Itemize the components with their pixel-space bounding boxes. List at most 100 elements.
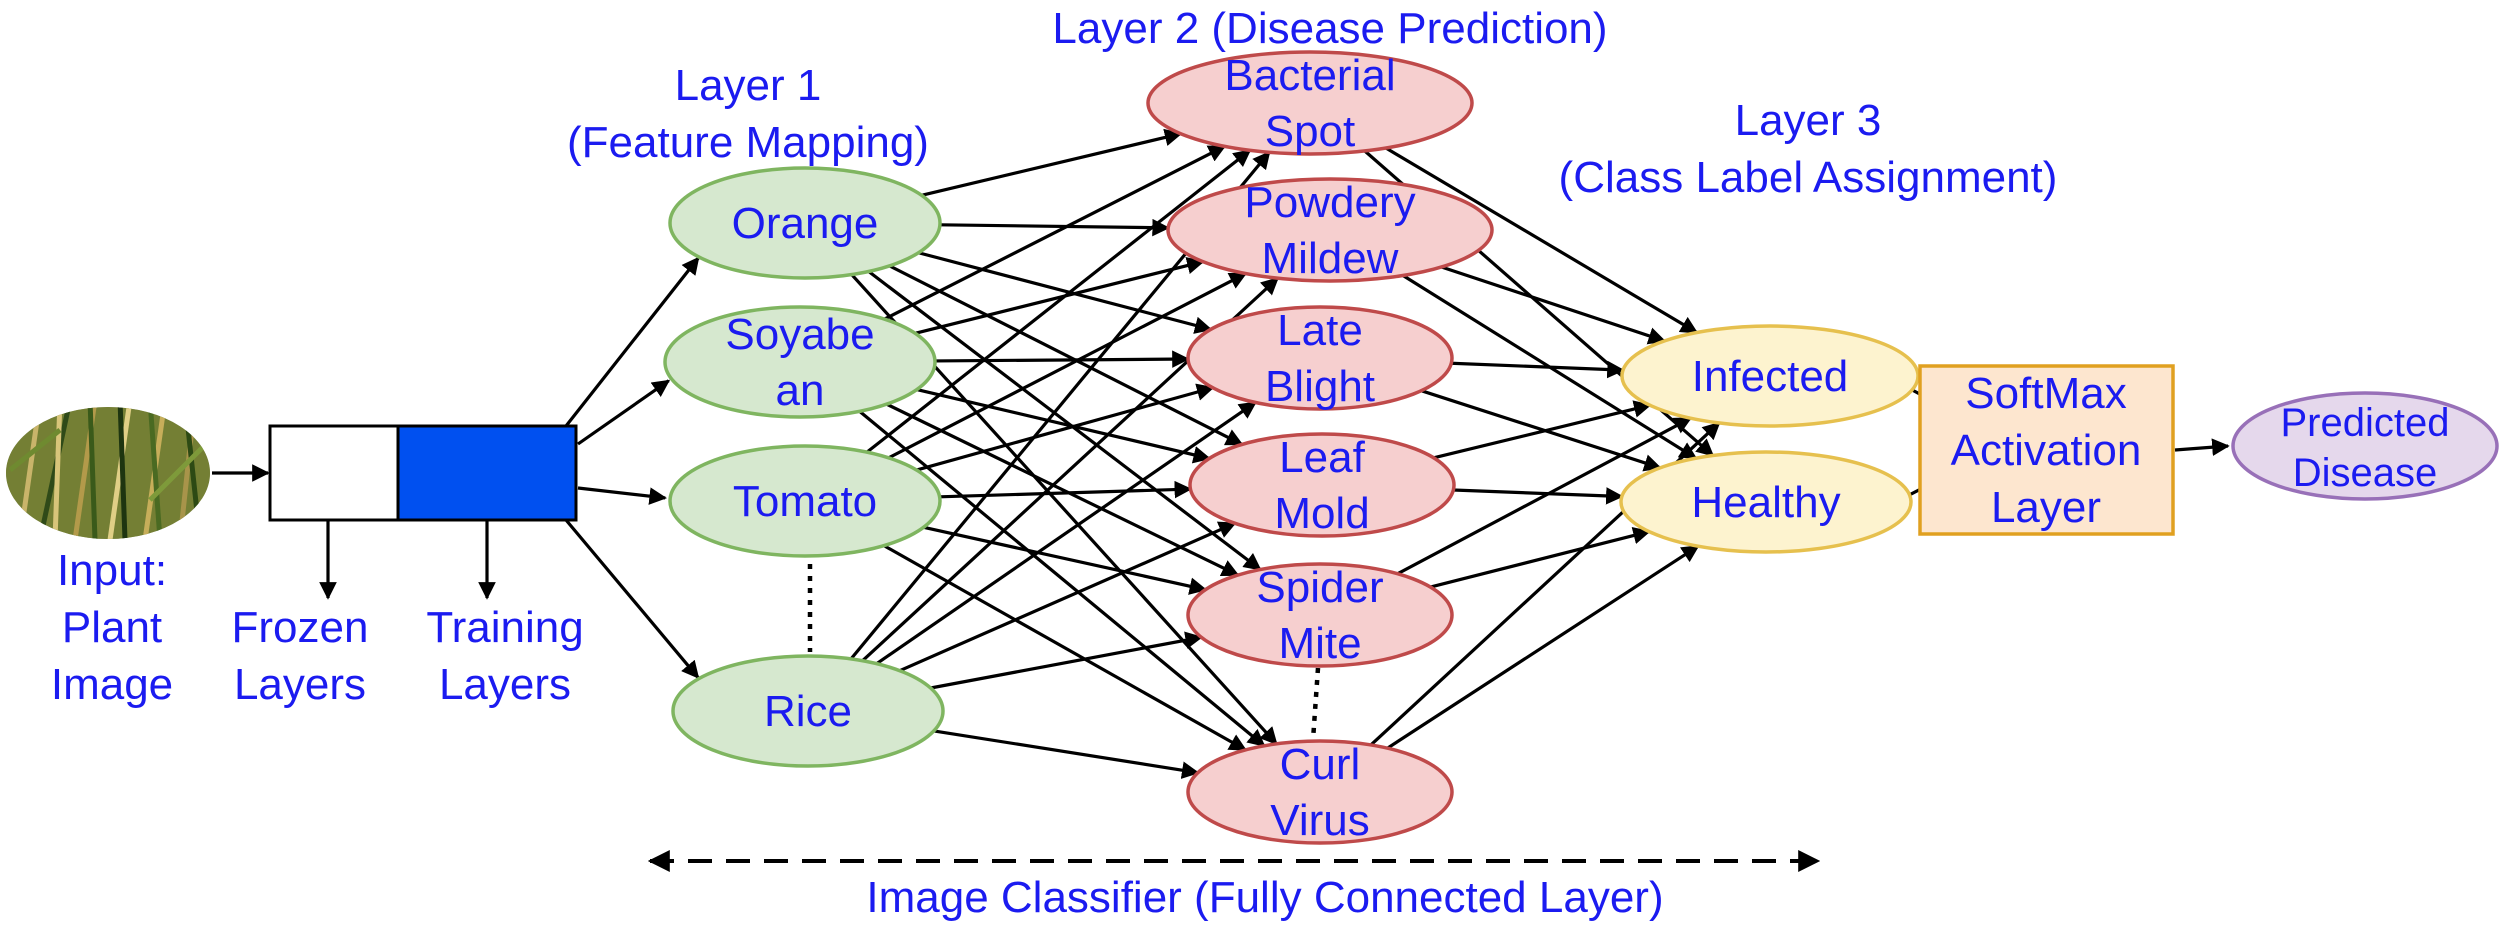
edge-l1-3-to-l2-4 bbox=[930, 631, 1203, 690]
training-label-line1: Training bbox=[426, 603, 583, 652]
input-label-line2: Plant bbox=[62, 603, 162, 652]
predicted-disease-label-line2: Disease bbox=[2293, 451, 2438, 495]
layer3-node-0-shape bbox=[1620, 324, 1920, 428]
layer2-node-1-label-line2: Mildew bbox=[1262, 234, 1399, 283]
layer3-title-line2: (Class Label Assignment) bbox=[1559, 153, 2058, 202]
classifier-caption: Image Classifier (Fully Connected Layer) bbox=[866, 873, 1663, 922]
edge-l1-1-to-l2-3 bbox=[916, 387, 1212, 464]
layer3-node-1-shape bbox=[1619, 450, 1913, 554]
softmax-layer-shape bbox=[1918, 364, 2175, 536]
layer1-node-1-label-line2: an bbox=[776, 366, 825, 415]
softmax-label-line1: SoftMax bbox=[1965, 369, 2126, 418]
edge-l1-0-to-l2-3 bbox=[888, 264, 1244, 446]
edge-l1-1-to-l2-1 bbox=[914, 256, 1205, 335]
edge-l1-2-to-l2-4 bbox=[923, 525, 1208, 595]
edge-l1-2-to-l2-2 bbox=[916, 383, 1215, 472]
input-label-line1: Input: bbox=[57, 546, 167, 595]
layer1-node-2: Tomato bbox=[668, 444, 942, 558]
edge-l1-0-to-l2-1 bbox=[939, 218, 1170, 237]
connection-edges bbox=[212, 128, 2230, 779]
layer2-title: Layer 2 (Disease Prediction) bbox=[1052, 4, 1607, 53]
layer2-ellipsis-line bbox=[1310, 667, 1321, 741]
edge-l2-2-to-l3-1 bbox=[1420, 389, 1662, 472]
layer1-node-0-shape bbox=[668, 166, 942, 280]
layer1-node-1-shape bbox=[663, 305, 937, 419]
edge-training-to-layer1-2 bbox=[577, 486, 667, 505]
frozen-label-line2: Layers bbox=[234, 660, 366, 709]
layer1-node-2-label-line1: Tomato bbox=[733, 477, 877, 526]
layer2-node-5-label-line1: Curl bbox=[1280, 740, 1361, 789]
layer2-node-3-label-line1: Leaf bbox=[1279, 433, 1365, 482]
layer2-node-4-shape bbox=[1186, 562, 1454, 668]
layer2-node-0-label-line2: Spot bbox=[1265, 107, 1356, 156]
layer1-node-1-label-line1: Soyabe bbox=[725, 310, 874, 359]
edge-l1-2-to-l2-1 bbox=[887, 272, 1248, 460]
layer1-node-1: Soyabe an bbox=[663, 305, 937, 419]
edge-l1-2-to-l2-5 bbox=[883, 544, 1248, 752]
edge-l2-3-to-l3-0 bbox=[1433, 400, 1652, 460]
layer2-node-5-shape bbox=[1186, 739, 1454, 845]
plant-image-thumbnail bbox=[6, 407, 210, 539]
edge-l1-1-to-l2-2 bbox=[934, 350, 1190, 368]
layer2-node-2-label-line1: Late bbox=[1277, 306, 1363, 355]
edge-l1-2-to-l2-0 bbox=[866, 149, 1252, 454]
edge-l2-0-to-l3-0 bbox=[1385, 146, 1699, 334]
predicted-disease-label-line1: Predicted bbox=[2281, 401, 2450, 445]
predicted-disease-shape bbox=[2231, 391, 2499, 501]
layer3-node-1-label-line1: Healthy bbox=[1691, 478, 1840, 527]
input-label-line3: Image bbox=[51, 660, 173, 709]
edge-l1-3-to-l2-5 bbox=[933, 729, 1200, 779]
edge-l1-3-to-l2-2 bbox=[875, 401, 1257, 665]
layer1-node-3-shape bbox=[671, 654, 945, 768]
layer1-node-0-label-line1: Orange bbox=[732, 199, 879, 248]
layer2-node-2-shape bbox=[1186, 305, 1454, 411]
training-layers-block bbox=[396, 424, 578, 522]
softmax-label-line3: Layer bbox=[1991, 483, 2101, 532]
frozen-layers-block bbox=[268, 424, 400, 522]
edge-l1-0-to-l2-2 bbox=[918, 251, 1213, 334]
layer2-node-1-label-line1: Powdery bbox=[1244, 178, 1415, 227]
edge-l2-3-to-l3-1 bbox=[1453, 487, 1624, 505]
layer2-node-3-shape bbox=[1188, 432, 1456, 538]
layer1-node-0: Orange bbox=[668, 166, 942, 280]
edge-l1-3-to-l2-3 bbox=[899, 521, 1237, 673]
layer2-node-5-label-line2: Virus bbox=[1270, 796, 1369, 845]
frozen-label-line1: Frozen bbox=[232, 603, 369, 652]
layer3-node-0: Infected bbox=[1620, 324, 1920, 428]
edge-l1-0-to-l2-0 bbox=[921, 128, 1183, 197]
edge-training-to-layer1-1 bbox=[577, 379, 671, 446]
training-label-line2: Layers bbox=[439, 660, 571, 709]
edge-l2-5-to-l3-1 bbox=[1386, 544, 1700, 750]
layer3-title-line1: Layer 3 bbox=[1735, 96, 1882, 145]
edge-l1-0-to-l2-4 bbox=[867, 270, 1262, 571]
edge-l2-4-to-l3-1 bbox=[1429, 526, 1651, 589]
layer1-node-2-shape bbox=[668, 444, 942, 558]
layer3-node-0-label-line1: Infected bbox=[1692, 352, 1849, 401]
layer1-node-3-label-line1: Rice bbox=[764, 687, 852, 736]
layer2-node-1-shape bbox=[1166, 177, 1494, 283]
edge-l1-2-to-l2-3 bbox=[939, 480, 1193, 499]
layer1-title-line1: Layer 1 bbox=[675, 61, 822, 110]
layer1-node-3: Rice bbox=[671, 654, 945, 768]
layer2-node-4-label-line2: Mite bbox=[1278, 619, 1361, 668]
softmax-label-line2: Activation bbox=[1951, 426, 2142, 475]
edge-training-to-layer1-3 bbox=[564, 518, 700, 679]
edge-l2-4-to-l3-0 bbox=[1396, 416, 1693, 576]
edge-softmax-to-output bbox=[2174, 438, 2230, 456]
layer3-node-1: Healthy bbox=[1619, 450, 1913, 554]
layer2-node-0-label-line1: Bacterial bbox=[1224, 51, 1395, 100]
layer2-node-3-label-line2: Mold bbox=[1274, 489, 1369, 538]
layer2-node-2-label-line2: Blight bbox=[1265, 362, 1375, 411]
layer2-node-4-label-line1: Spider bbox=[1256, 563, 1383, 612]
edge-l2-2-to-l3-0 bbox=[1451, 360, 1625, 379]
edge-l1-1-to-l2-0 bbox=[883, 144, 1227, 321]
